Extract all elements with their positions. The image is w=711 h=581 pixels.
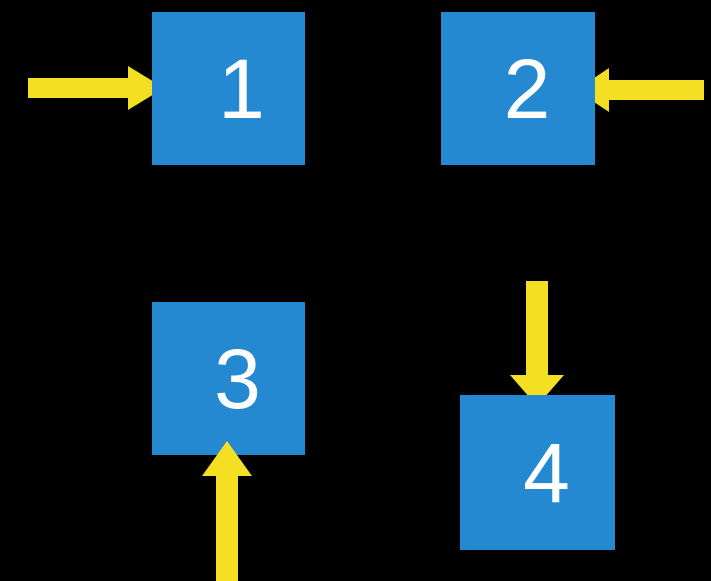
node-box-1[interactable]: 1	[152, 12, 305, 165]
node-box-4[interactable]: 4	[460, 395, 615, 550]
arrow-up-into-node-3-icon	[202, 441, 252, 581]
node-label-2: 2	[503, 41, 551, 136]
node-label-1: 1	[218, 41, 265, 136]
arrow-right-into-node-1-icon	[28, 66, 164, 110]
node-box-2[interactable]: 2	[441, 12, 595, 165]
arrow-down-into-node-4-icon	[510, 281, 564, 406]
arrow-left-into-node-2-icon	[576, 68, 704, 112]
node-box-3[interactable]: 3	[152, 302, 305, 455]
node-label-3: 3	[214, 331, 261, 426]
node-label-4: 4	[523, 425, 570, 520]
